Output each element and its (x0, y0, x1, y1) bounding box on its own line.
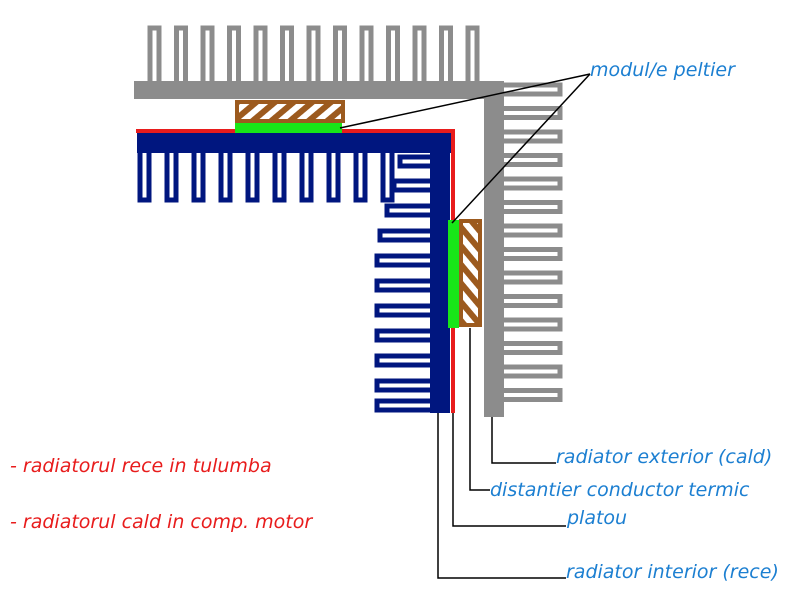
interior-radiator-base (137, 133, 453, 153)
leader-distantier (469, 328, 490, 491)
exterior-right-fin (502, 388, 563, 402)
exterior-top-fin (386, 25, 400, 83)
exterior-right-fin (502, 317, 563, 332)
label-interior-radiator: radiator interior (rece) (566, 561, 779, 583)
label-peltier: modul/e peltier (590, 59, 736, 81)
exterior-radiator-spine (484, 81, 504, 417)
interior-radiator-left-fins (374, 154, 432, 413)
interior-left-fin (374, 303, 432, 318)
interior-bottom-fin (245, 151, 260, 203)
exterior-top-fin (465, 25, 480, 83)
exterior-top-fin (200, 25, 215, 83)
interior-bottom-fin (326, 151, 341, 203)
interior-bottom-fin (299, 151, 314, 203)
exterior-right-fin (502, 200, 563, 214)
exterior-right-fin (502, 341, 563, 355)
exterior-right-fin (502, 364, 563, 379)
exterior-radiator-right-fins (502, 82, 563, 402)
interior-bottom-fin (218, 151, 233, 203)
label-platou: platou (566, 507, 627, 529)
interior-left-fin (391, 178, 432, 193)
interior-left-fin (374, 278, 432, 293)
exterior-top-fin (306, 25, 321, 83)
exterior-top-fin (280, 25, 294, 83)
exterior-right-fin (502, 153, 563, 167)
label-exterior-radiator: radiator exterior (cald) (556, 446, 772, 468)
exterior-top-fin (359, 25, 374, 83)
interior-radiator-bottom-fins (137, 151, 395, 203)
exterior-top-fin (227, 25, 241, 83)
leader-exterior (491, 417, 556, 464)
interior-bottom-fin (353, 151, 368, 203)
exterior-top-fin (174, 25, 188, 83)
exterior-top-fin (333, 25, 347, 83)
exterior-right-fin (502, 223, 563, 238)
interior-left-fin (377, 228, 432, 243)
exterior-top-fin (253, 25, 268, 83)
leader-lines (339, 73, 591, 579)
exterior-right-fin (502, 176, 563, 191)
interior-left-fin (374, 328, 432, 343)
peltier-module-top (235, 123, 342, 133)
interior-left-fin (397, 154, 432, 169)
leader-peltier-side (451, 73, 591, 224)
interior-radiator (137, 133, 453, 413)
thermal-spacer-side (459, 219, 482, 327)
exterior-top-fin (147, 25, 162, 83)
exterior-right-fin (502, 106, 563, 120)
interior-bottom-fin (164, 151, 179, 203)
platou-plate (136, 129, 455, 413)
leader-interior (437, 413, 566, 579)
label-distantier: distantier conductor termic (490, 479, 750, 501)
exterior-right-fin (502, 294, 563, 308)
exterior-right-fin (502, 82, 563, 97)
interior-left-fin (374, 253, 432, 268)
interior-left-fin (374, 398, 432, 413)
exterior-radiator-base (134, 81, 504, 99)
note-hot-radiator: - radiatorul cald in comp. motor (10, 511, 313, 533)
interior-left-fin (384, 203, 432, 218)
exterior-top-fin (412, 25, 427, 83)
exterior-radiator-top-fins (147, 25, 480, 83)
exterior-top-fin (439, 25, 453, 83)
peltier-module-side (448, 220, 459, 328)
interior-bottom-fin (137, 151, 152, 203)
exterior-right-fin (502, 247, 563, 261)
exterior-right-fin (502, 129, 563, 144)
thermal-spacer-top (235, 100, 345, 123)
interior-bottom-fin (191, 151, 206, 203)
leader-platou (452, 413, 566, 527)
interior-left-fin (374, 378, 432, 393)
note-cold-radiator: - radiatorul rece in tulumba (10, 455, 272, 477)
exterior-right-fin (502, 270, 563, 285)
interior-bottom-fin (380, 151, 395, 203)
exterior-radiator (134, 25, 563, 417)
interior-bottom-fin (272, 151, 287, 203)
interior-radiator-spine (430, 133, 450, 413)
interior-left-fin (374, 353, 432, 368)
leader-peltier-top (339, 73, 591, 129)
